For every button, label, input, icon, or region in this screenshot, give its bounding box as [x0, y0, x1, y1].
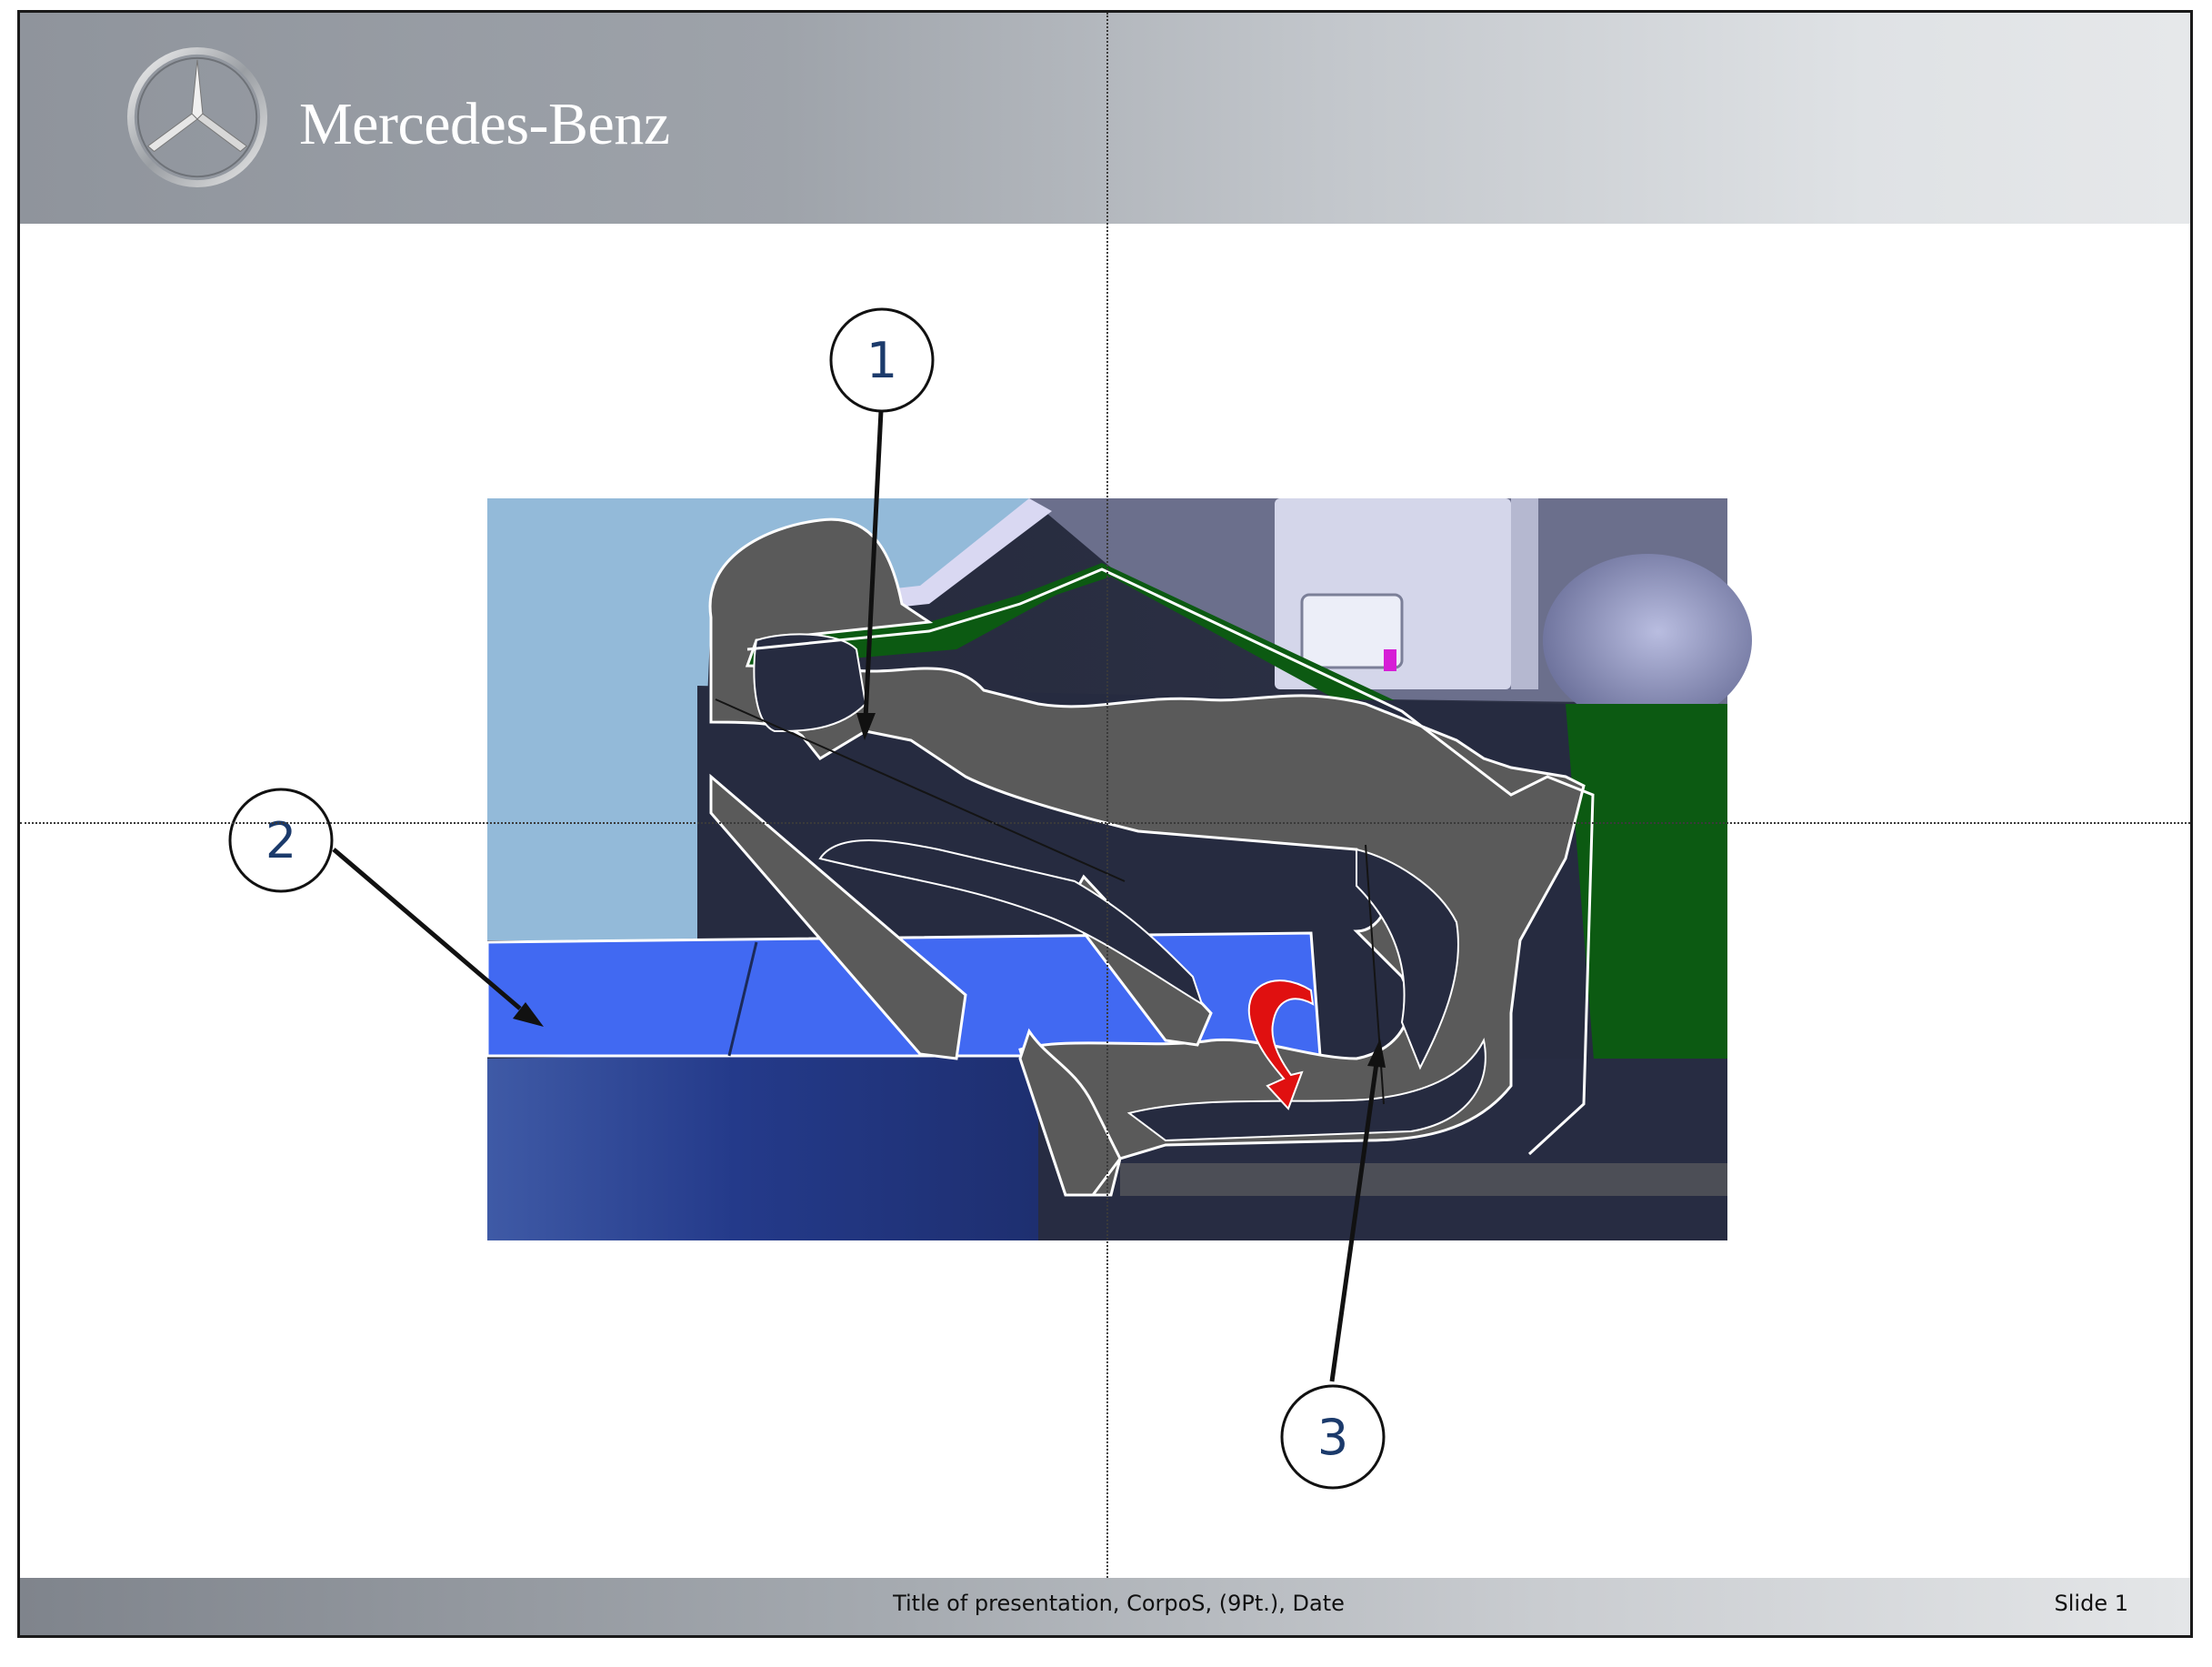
brand-wordmark: Mercedes-Benz: [299, 91, 670, 157]
slide-footer: Title of presentation, CorpoS, (9Pt.), D…: [20, 1578, 2190, 1635]
callout-3-label: 3: [1317, 1409, 1348, 1466]
guide-line-horizontal: [20, 822, 2190, 824]
guide-line-vertical: [1106, 13, 1108, 1635]
cross-section-image: [485, 498, 1752, 1240]
slide: Mercedes-Benz: [17, 10, 2193, 1638]
callout-arrows: [332, 410, 1386, 1382]
footer-slide-number: Slide 1: [2054, 1591, 2128, 1616]
mercedes-star-icon: [126, 46, 268, 188]
callout-3: 3: [1280, 1384, 1386, 1490]
callout-1: 1: [829, 307, 935, 413]
callout-2: 2: [228, 788, 334, 893]
footer-title: Title of presentation, CorpoS, (9Pt.), D…: [893, 1591, 1345, 1616]
slide-header: Mercedes-Benz: [20, 13, 2190, 224]
callout-2-label: 2: [265, 812, 296, 869]
callout-1-label: 1: [866, 332, 897, 389]
